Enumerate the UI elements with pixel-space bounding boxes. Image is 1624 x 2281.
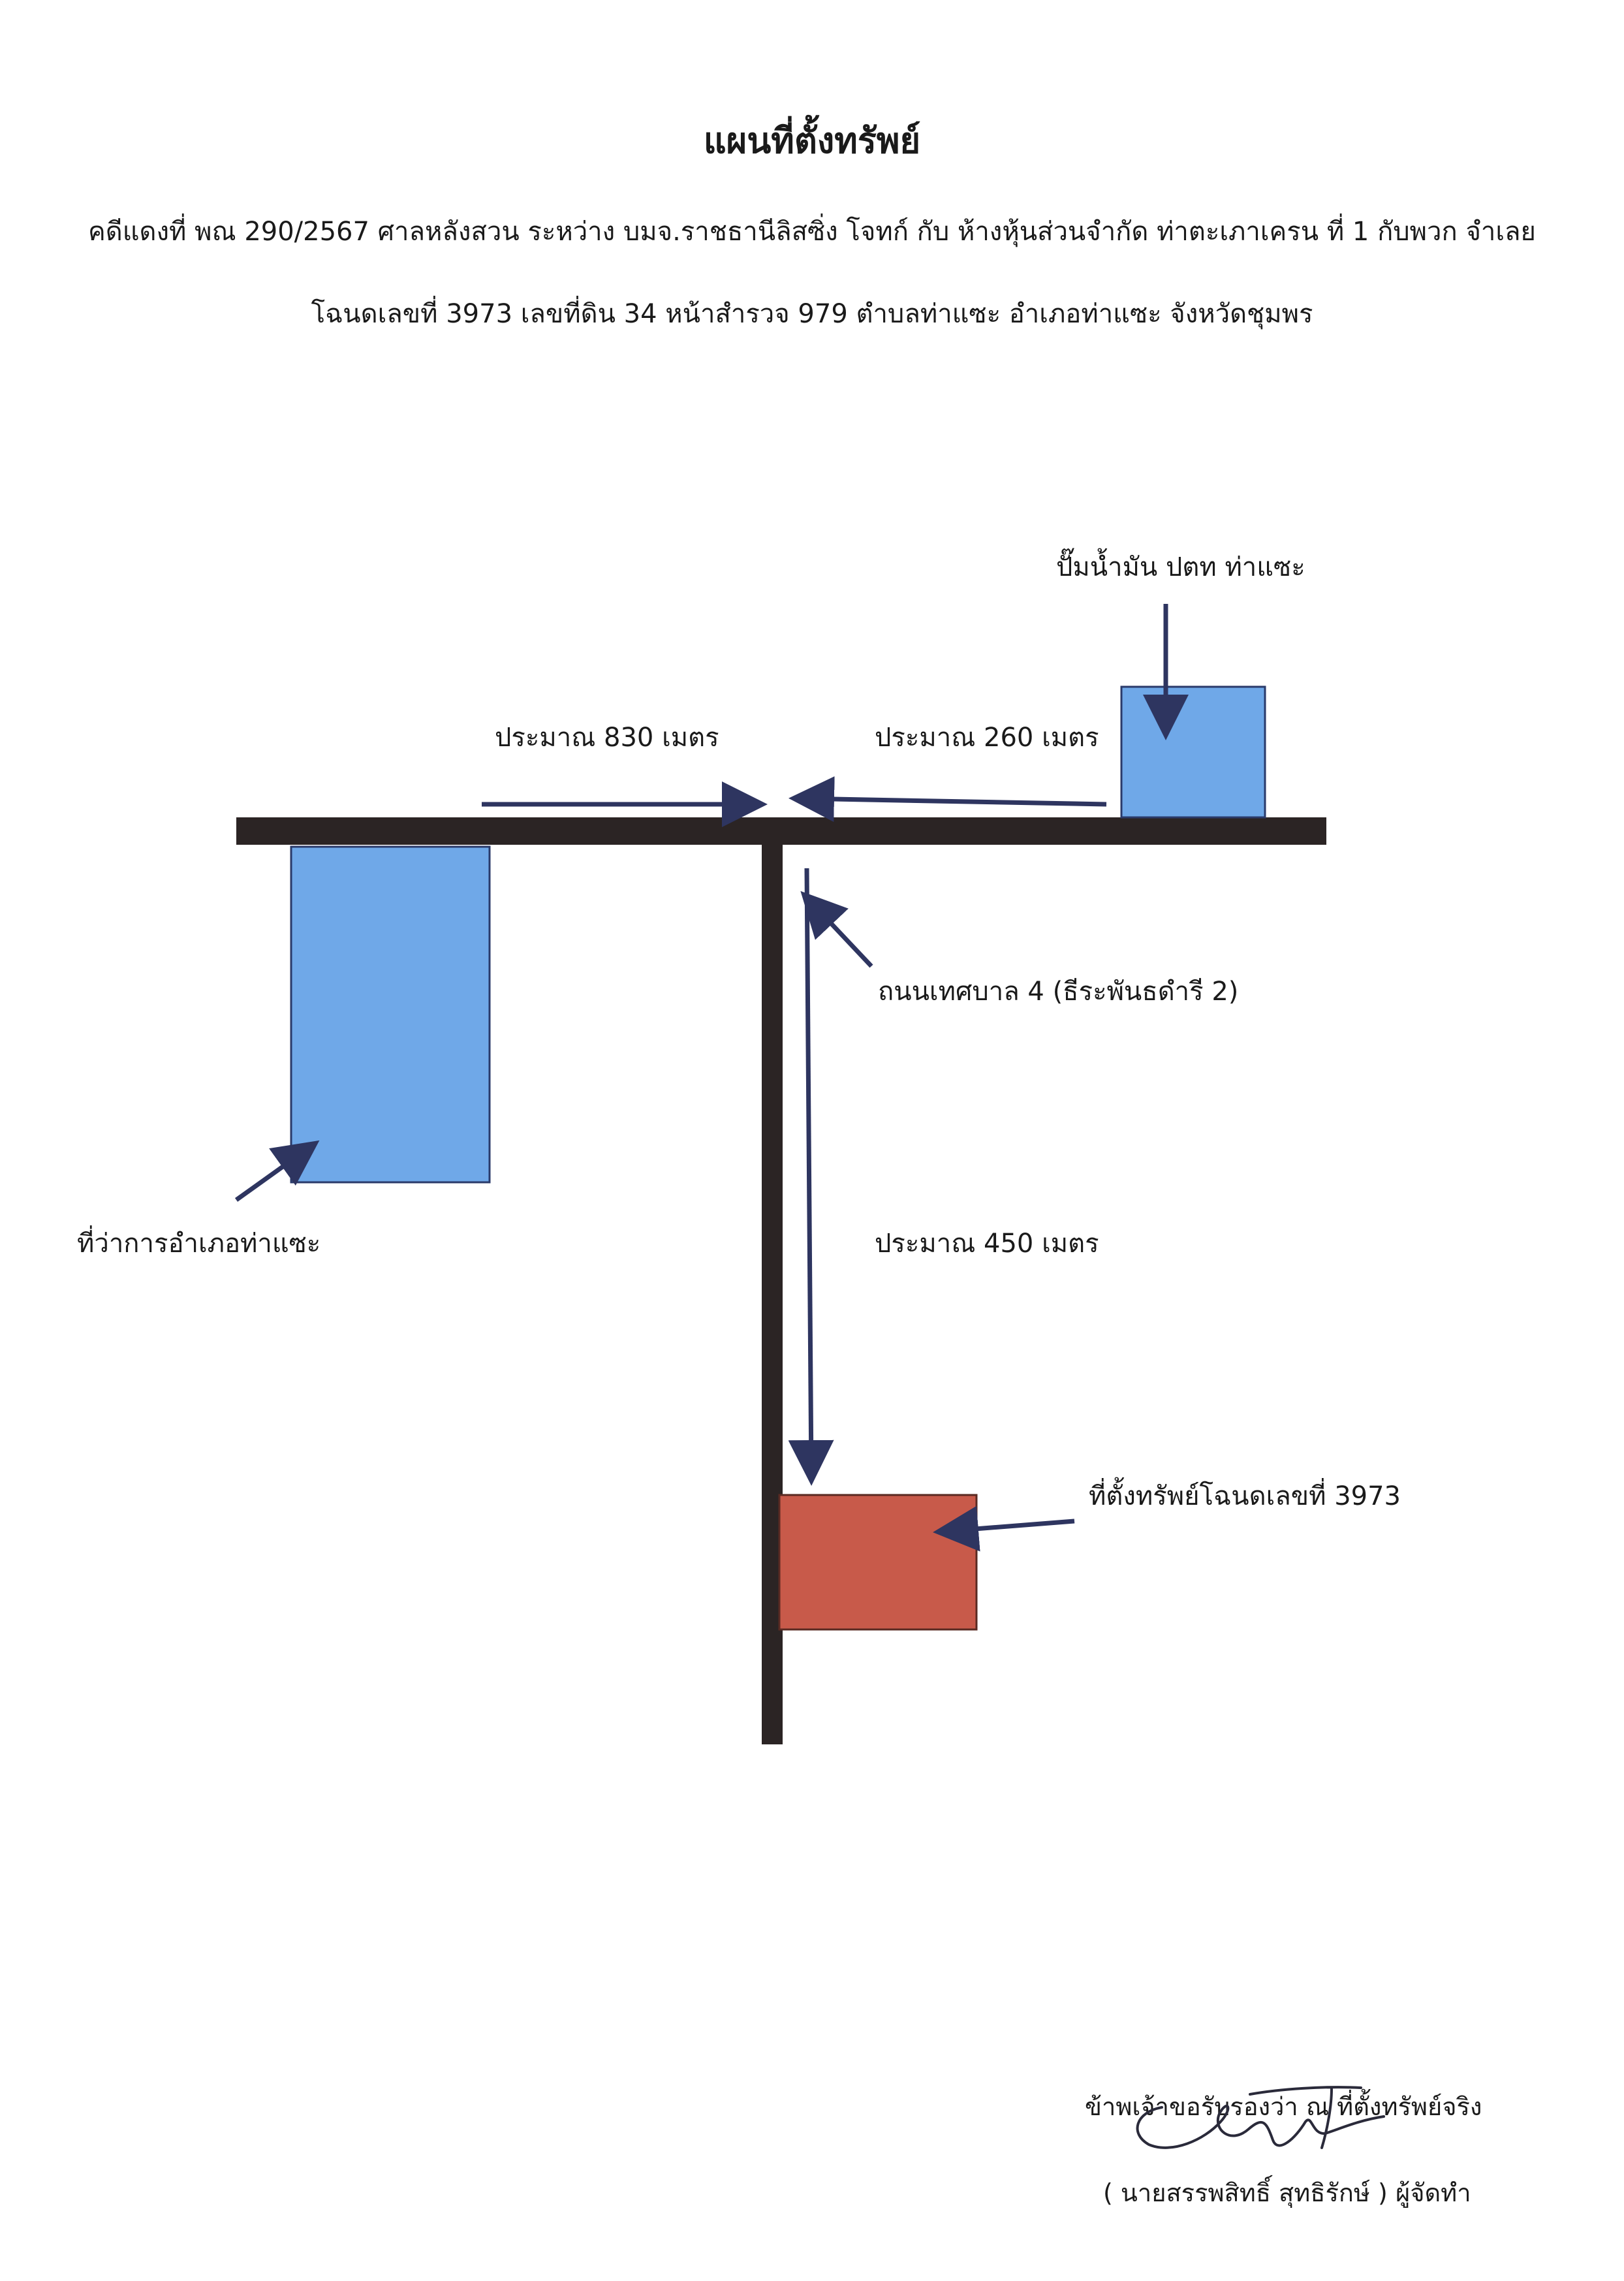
page-title: แผนที่ตั้งทรัพย์: [703, 120, 921, 161]
gas-station-block: [1120, 685, 1266, 819]
case-line: คดีแดงที่ พณ 290/2567 ศาลหลังสวน ระหว่าง…: [88, 217, 1536, 247]
district-office-label: ที่ว่าการอำเภอท่าแซะ: [77, 1225, 320, 1259]
arrow-district-office: [234, 1140, 320, 1202]
arrow-260m: [789, 776, 1107, 823]
signer-line: ( นายสรรพสิทธิ์ สุทธิรักษ์ ) ผู้จัดทำ: [1103, 2175, 1471, 2208]
certify-line: ข้าพเจ้าขอรับรองว่า ณ ที่ตั้งทรัพย์จริง: [1085, 2088, 1482, 2121]
property-label: ที่ตั้งทรัพย์โฉนดเลขที่ 3973: [1089, 1477, 1401, 1511]
deed-line: โฉนดเลขที่ 3973 เลขที่ดิน 34 หน้าสำรวจ 9…: [311, 299, 1313, 329]
distance-830-label: ประมาณ 830 เมตร: [495, 723, 719, 753]
property-block: [778, 1494, 978, 1631]
district-office-block: [290, 845, 491, 1184]
gas-station-label: ปั๊มน้ำมัน ปตท ท่าแซะ: [1056, 548, 1305, 582]
road-label: ถนนเทศบาล 4 (ธีระพันธดำรี 2): [878, 977, 1238, 1007]
distance-450-label: ประมาณ 450 เมตร: [875, 1229, 1099, 1259]
signature: [1136, 2086, 1385, 2149]
arrow-450m: [788, 868, 834, 1486]
arrow-road: [800, 890, 873, 968]
distance-260-label: ประมาณ 260 เมตร: [875, 723, 1099, 753]
arrow-property: [933, 1505, 1075, 1552]
